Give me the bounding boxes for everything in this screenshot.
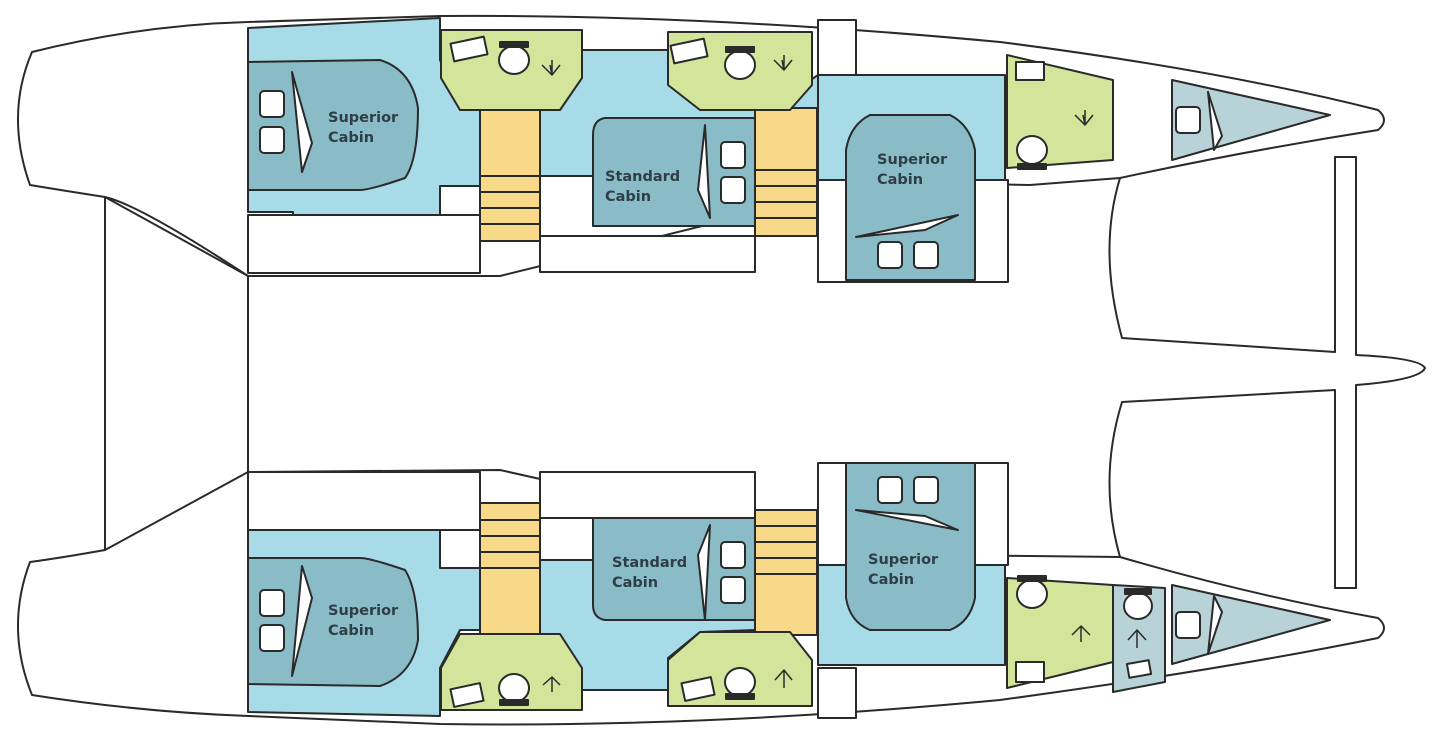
pillow-icon [913, 241, 939, 269]
pillow-icon [720, 176, 746, 204]
pillow-icon [259, 624, 285, 652]
top-left-cabin [247, 59, 419, 191]
top-stairs-1 [479, 109, 541, 242]
bottom-right-cabin [845, 462, 976, 631]
wardrobe-icon [855, 509, 959, 531]
shower-drain-icon [542, 625, 1147, 692]
pillow-icon [913, 476, 939, 504]
top-hull-interior: Superior Cabin Standard Cabin Superior C… [247, 17, 1331, 283]
wardrobe-icon [1207, 595, 1223, 655]
wardrobe-icon [697, 124, 711, 219]
bottom-stairs-1 [479, 502, 541, 635]
pillow-icon [877, 241, 903, 269]
cabin-label: Superior Cabin [328, 603, 403, 639]
toilet-icon [498, 575, 1153, 706]
pillow-icon [720, 541, 746, 569]
top-right-cabin [845, 114, 976, 281]
pillow-icon [877, 476, 903, 504]
cabin-label: Superior Cabin [868, 552, 943, 588]
top-center-cabin [592, 117, 756, 227]
sink-icon [449, 35, 1045, 81]
pillow-icon [1175, 106, 1201, 134]
sink-icon [449, 659, 1153, 708]
pillow-icon [1175, 611, 1201, 639]
cabin-label: Standard Cabin [605, 169, 685, 205]
bottom-stairs-2 [754, 509, 818, 636]
wardrobe-icon [1207, 91, 1223, 151]
pillow-icon [259, 589, 285, 617]
wardrobe-icon [291, 565, 313, 677]
forward-trampoline-outline [1108, 156, 1426, 589]
cabin-label: Standard Cabin [612, 555, 692, 591]
toilet-icon [498, 41, 1048, 170]
shower-drain-icon [541, 55, 1094, 126]
pillow-icon [720, 141, 746, 169]
wardrobe-icon [855, 214, 959, 238]
wardrobe-icon [697, 524, 711, 621]
bottom-hull-interior: Superior Cabin Standard Cabin Superior C… [247, 462, 1331, 719]
pillow-icon [259, 126, 285, 154]
wardrobe-icon [291, 71, 313, 173]
cabin-label: Superior Cabin [328, 110, 403, 146]
pillow-icon [259, 90, 285, 118]
top-stairs-2 [754, 107, 818, 237]
cabin-label: Superior Cabin [877, 152, 952, 188]
pillow-icon [720, 576, 746, 604]
bottom-left-cabin [247, 557, 419, 687]
